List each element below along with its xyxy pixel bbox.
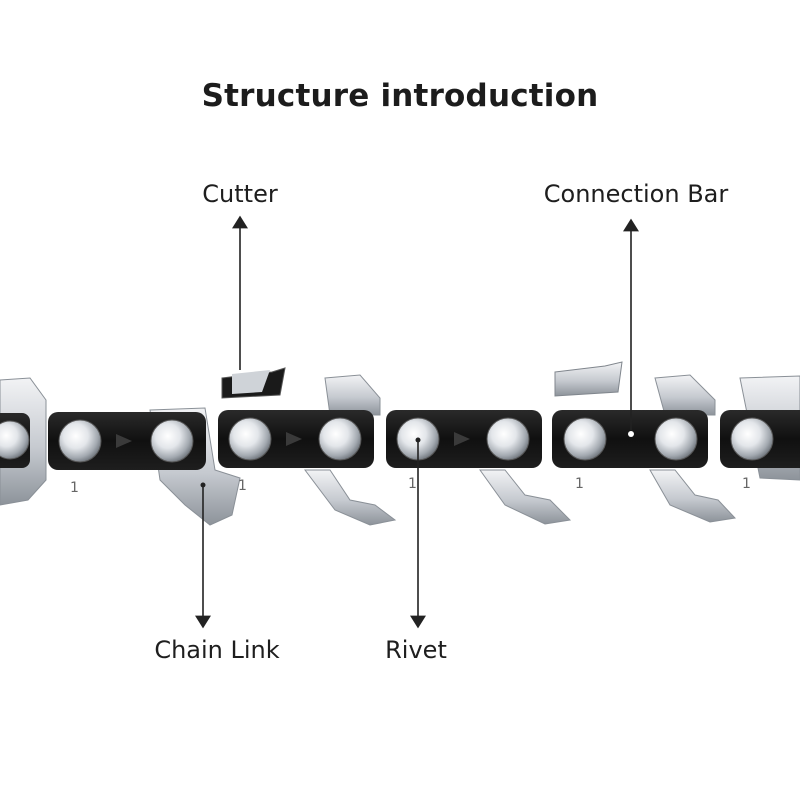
rivet	[486, 417, 530, 461]
rivet	[730, 417, 774, 461]
callout-arrows	[195, 215, 639, 629]
label-chain-link: Chain Link	[154, 636, 280, 664]
rivet	[58, 419, 102, 463]
label-cutter: Cutter	[202, 180, 278, 208]
cutters	[221, 361, 623, 399]
cutter-tooth	[554, 361, 623, 397]
link-marking: 1	[408, 476, 417, 492]
rivet	[654, 417, 698, 461]
rivet	[563, 417, 607, 461]
label-rivet: Rivet	[385, 636, 447, 664]
link-marking: 1	[742, 476, 751, 492]
label-connection-bar: Connection Bar	[543, 180, 729, 208]
link-marking: 1	[238, 478, 247, 494]
rivet	[0, 420, 30, 460]
rivet	[228, 417, 272, 461]
connection-bar-dot	[628, 431, 634, 437]
diagram-title: Structure introduction	[201, 78, 599, 114]
rivet	[150, 419, 194, 463]
link-marking: 1	[70, 480, 79, 496]
link-marking: 1	[575, 476, 584, 492]
rivet	[318, 417, 362, 461]
